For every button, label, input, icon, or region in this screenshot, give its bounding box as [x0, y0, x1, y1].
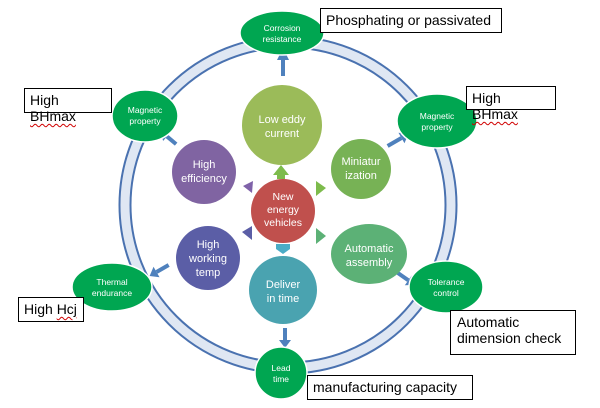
low-eddy-label-2: current [265, 128, 299, 140]
miniaturization-label-1: Miniatur [341, 156, 380, 168]
deliver-label-1: Deliver [266, 279, 301, 291]
callout-hcj: High Hcj [18, 297, 84, 322]
center-label-2: energy [267, 204, 300, 216]
outer-node-magnetic-right [396, 93, 478, 149]
tolerance-label-2: control [433, 288, 459, 298]
bhmax-right-term: BHmax [472, 106, 518, 123]
automatic-assembly-label-2: assembly [346, 257, 393, 269]
miniaturization-label-2: ization [345, 170, 377, 182]
corrosion-label-1: Corrosion [264, 23, 301, 33]
dimension-line-1: Automatic [457, 314, 520, 330]
center-label-3: vehicles [264, 217, 302, 229]
outer-node-corrosion [239, 10, 325, 56]
hcj-term: Hcj [56, 301, 77, 317]
inner-node-automatic-assembly [331, 224, 407, 284]
outer-node-tolerance [408, 260, 484, 314]
hcj-prefix: High [24, 301, 57, 317]
automatic-assembly-label-1: Automatic [345, 243, 394, 255]
deliver-label-2: in time [267, 293, 299, 305]
tolerance-label-1: Tolerance [428, 277, 465, 287]
arrow-to-corrosion [281, 48, 285, 76]
arrow-up-low-eddy [273, 165, 289, 179]
magnetic-left-label-1: Magnetic [128, 105, 163, 115]
inner-node-working-temp [176, 226, 240, 290]
inner-node-deliver [249, 256, 317, 324]
arrow-automatic-assembly [316, 228, 326, 244]
outer-arrows [149, 48, 415, 348]
arrow-to-thermal [149, 263, 170, 278]
arrow-miniaturization [316, 181, 326, 196]
magnetic-left-label-2: property [129, 116, 161, 126]
outer-node-thermal [71, 262, 153, 312]
lead-time-label-2: time [273, 374, 289, 384]
manufacturing-text: manufacturing capacity [313, 379, 457, 395]
corrosion-label-2: resistance [263, 34, 302, 44]
callout-bhmax-left: High BHmax [24, 88, 112, 124]
callout-dimension-check: Automatic dimension check [450, 310, 576, 355]
callout-manufacturing: manufacturing capacity [307, 375, 473, 400]
bhmax-right-prefix: High [472, 90, 501, 106]
arrow-to-lead-time [279, 328, 291, 348]
callout-phosphating: Phosphating or passivated [320, 8, 502, 33]
low-eddy-label-1: Low eddy [258, 114, 306, 126]
working-temp-label-3: temp [196, 267, 220, 279]
inner-node-efficiency [172, 140, 236, 204]
outer-node-lead-time [254, 346, 308, 400]
lead-time-label-1: Lead [272, 363, 291, 373]
bhmax-left-term: BHmax [30, 108, 76, 125]
phosphating-text: Phosphating or passivated [326, 12, 491, 28]
thermal-label-1: Thermal [96, 277, 127, 287]
callout-bhmax-right: High BHmax [466, 86, 556, 122]
inner-node-miniaturization [331, 139, 391, 199]
bhmax-left-prefix: High [30, 92, 59, 108]
magnetic-right-label-1: Magnetic [420, 111, 455, 121]
inner-arrows [242, 165, 326, 254]
arrow-efficiency [243, 181, 253, 193]
efficiency-label-1: High [193, 159, 216, 171]
center-node [251, 179, 315, 243]
inner-node-low-eddy [242, 85, 322, 165]
center-label-1: New [272, 191, 293, 203]
thermal-label-2: endurance [92, 288, 132, 298]
outer-node-magnetic-left [111, 89, 179, 143]
arrow-working-temp [242, 226, 252, 240]
arrow-down-deliver [276, 244, 290, 254]
dimension-line-2: dimension check [457, 330, 562, 347]
magnetic-right-label-2: property [421, 122, 453, 132]
efficiency-label-2: efficiency [181, 173, 227, 185]
working-temp-label-2: working [188, 253, 227, 265]
working-temp-label-1: High [197, 239, 220, 251]
